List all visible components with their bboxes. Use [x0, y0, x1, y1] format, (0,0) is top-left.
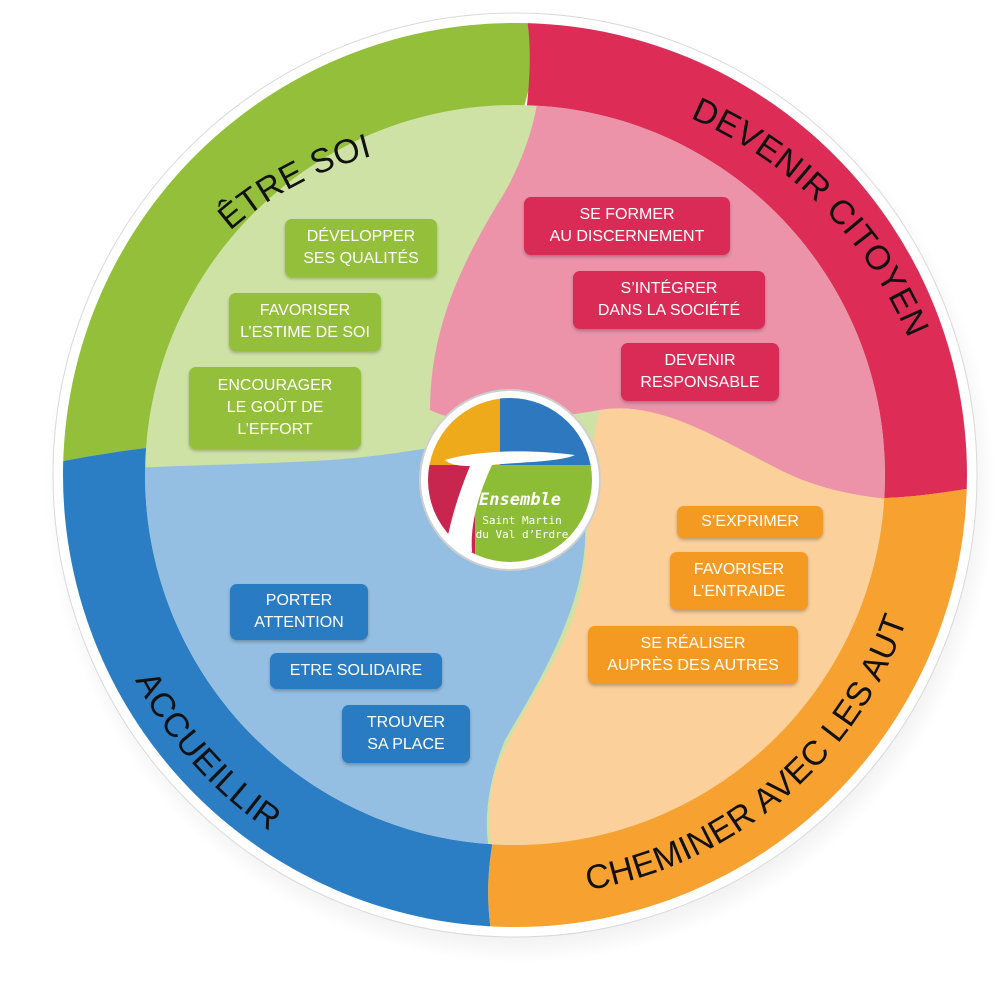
logo-line-2: du Val d’Erdre [476, 528, 569, 541]
logo-line-1: Saint Martin [482, 514, 561, 527]
blue-item-solidaire: ETRE SOLIDAIRE [270, 653, 442, 689]
red-item-discernement: SE FORMER AU DISCERNEMENT [524, 197, 730, 255]
orange-item-entraide: FAVORISER L’ENTRAIDE [670, 552, 808, 610]
blue-item-attention: PORTER ATTENTION [230, 584, 368, 640]
green-item-esteem: FAVORISER L’ESTIME DE SOI [229, 293, 381, 351]
orange-item-exprimer: S’EXPRIMER [677, 506, 823, 538]
center-logo: Ensemble Saint Martin du Val d’Erdre [419, 389, 601, 571]
green-item-effort: ENCOURAGER LE GOÛT DE L’EFFORT [189, 367, 361, 449]
logo-name: Ensemble [479, 490, 561, 510]
logo-brush-mark [445, 451, 575, 552]
blue-item-place: TROUVER SA PLACE [342, 705, 470, 763]
red-item-responsable: DEVENIR RESPONSABLE [621, 343, 779, 401]
red-item-integrer: S’INTÉGRER DANS LA SOCIÉTÉ [573, 271, 765, 329]
orange-item-realiser: SE RÉALISER AUPRÈS DES AUTRES [588, 626, 798, 684]
green-item-develop: DÉVELOPPER SES QUALITÉS [285, 219, 437, 277]
